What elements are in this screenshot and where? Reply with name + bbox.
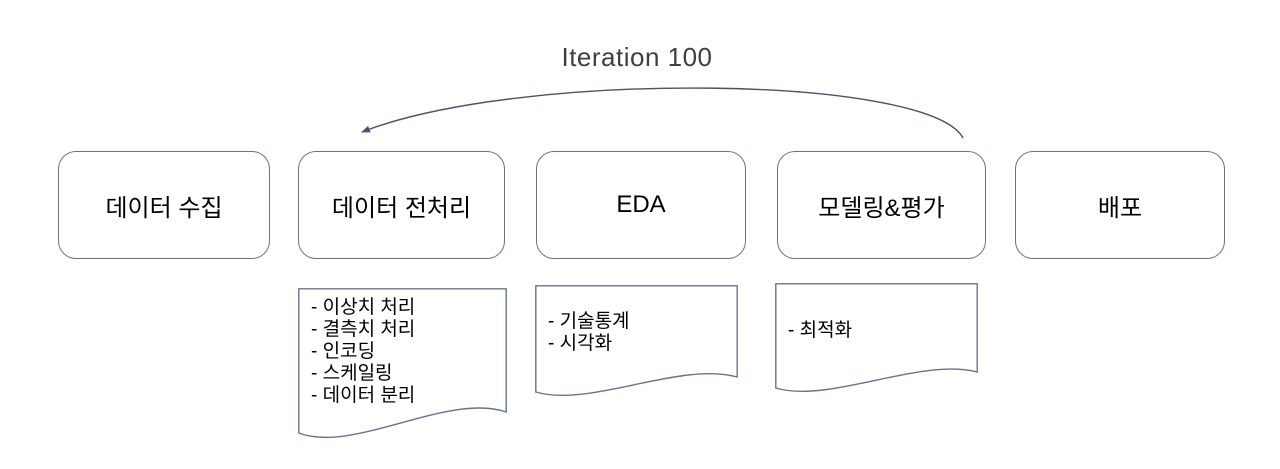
document-shape bbox=[775, 283, 978, 393]
doc-item-list: - 기술통계 - 시각화 bbox=[535, 311, 630, 355]
iteration-arc-path bbox=[361, 87, 964, 139]
doc-item: - 결측치 처리 bbox=[311, 319, 416, 340]
doc-item: - 스케일링 bbox=[311, 363, 393, 384]
stage-box-data-collection: 데이터 수집 bbox=[58, 151, 270, 259]
doc-item: - 인코딩 bbox=[311, 341, 376, 362]
stage-label: 데이터 수집 bbox=[105, 194, 223, 222]
stage-box-modeling-evaluation: 모델링&평가 bbox=[777, 151, 986, 259]
stage-box-deployment: 배포 bbox=[1015, 151, 1225, 259]
stage-box-eda: EDA bbox=[536, 151, 746, 259]
doc-modeling-notes: - 최적화 bbox=[775, 283, 978, 408]
doc-item: - 이상치 처리 bbox=[311, 297, 416, 318]
doc-item: - 최적화 bbox=[788, 320, 853, 341]
doc-eda-notes: - 기술통계 - 시각화 bbox=[535, 285, 738, 410]
doc-item: - 데이터 분리 bbox=[311, 385, 416, 406]
stage-box-data-preprocessing: 데이터 전처리 bbox=[298, 151, 505, 259]
doc-item-list: - 최적화 bbox=[775, 320, 852, 342]
document-shape bbox=[298, 288, 507, 439]
doc-item-list: - 이상치 처리 - 결측치 처리 - 인코딩 - 스케일링 - 데이터 분리 bbox=[298, 297, 415, 407]
doc-preprocessing-notes: - 이상치 처리 - 결측치 처리 - 인코딩 - 스케일링 - 데이터 분리 bbox=[298, 288, 507, 460]
stage-label: EDA bbox=[616, 191, 666, 218]
stage-label: 배포 bbox=[1097, 194, 1143, 222]
doc-item: - 시각화 bbox=[548, 333, 613, 354]
iteration-label: Iteration 100 bbox=[561, 42, 713, 72]
stage-label: 데이터 전처리 bbox=[331, 194, 472, 222]
doc-item: - 기술통계 bbox=[548, 311, 630, 332]
document-shape bbox=[535, 285, 738, 397]
stage-label: 모델링&평가 bbox=[818, 194, 945, 222]
